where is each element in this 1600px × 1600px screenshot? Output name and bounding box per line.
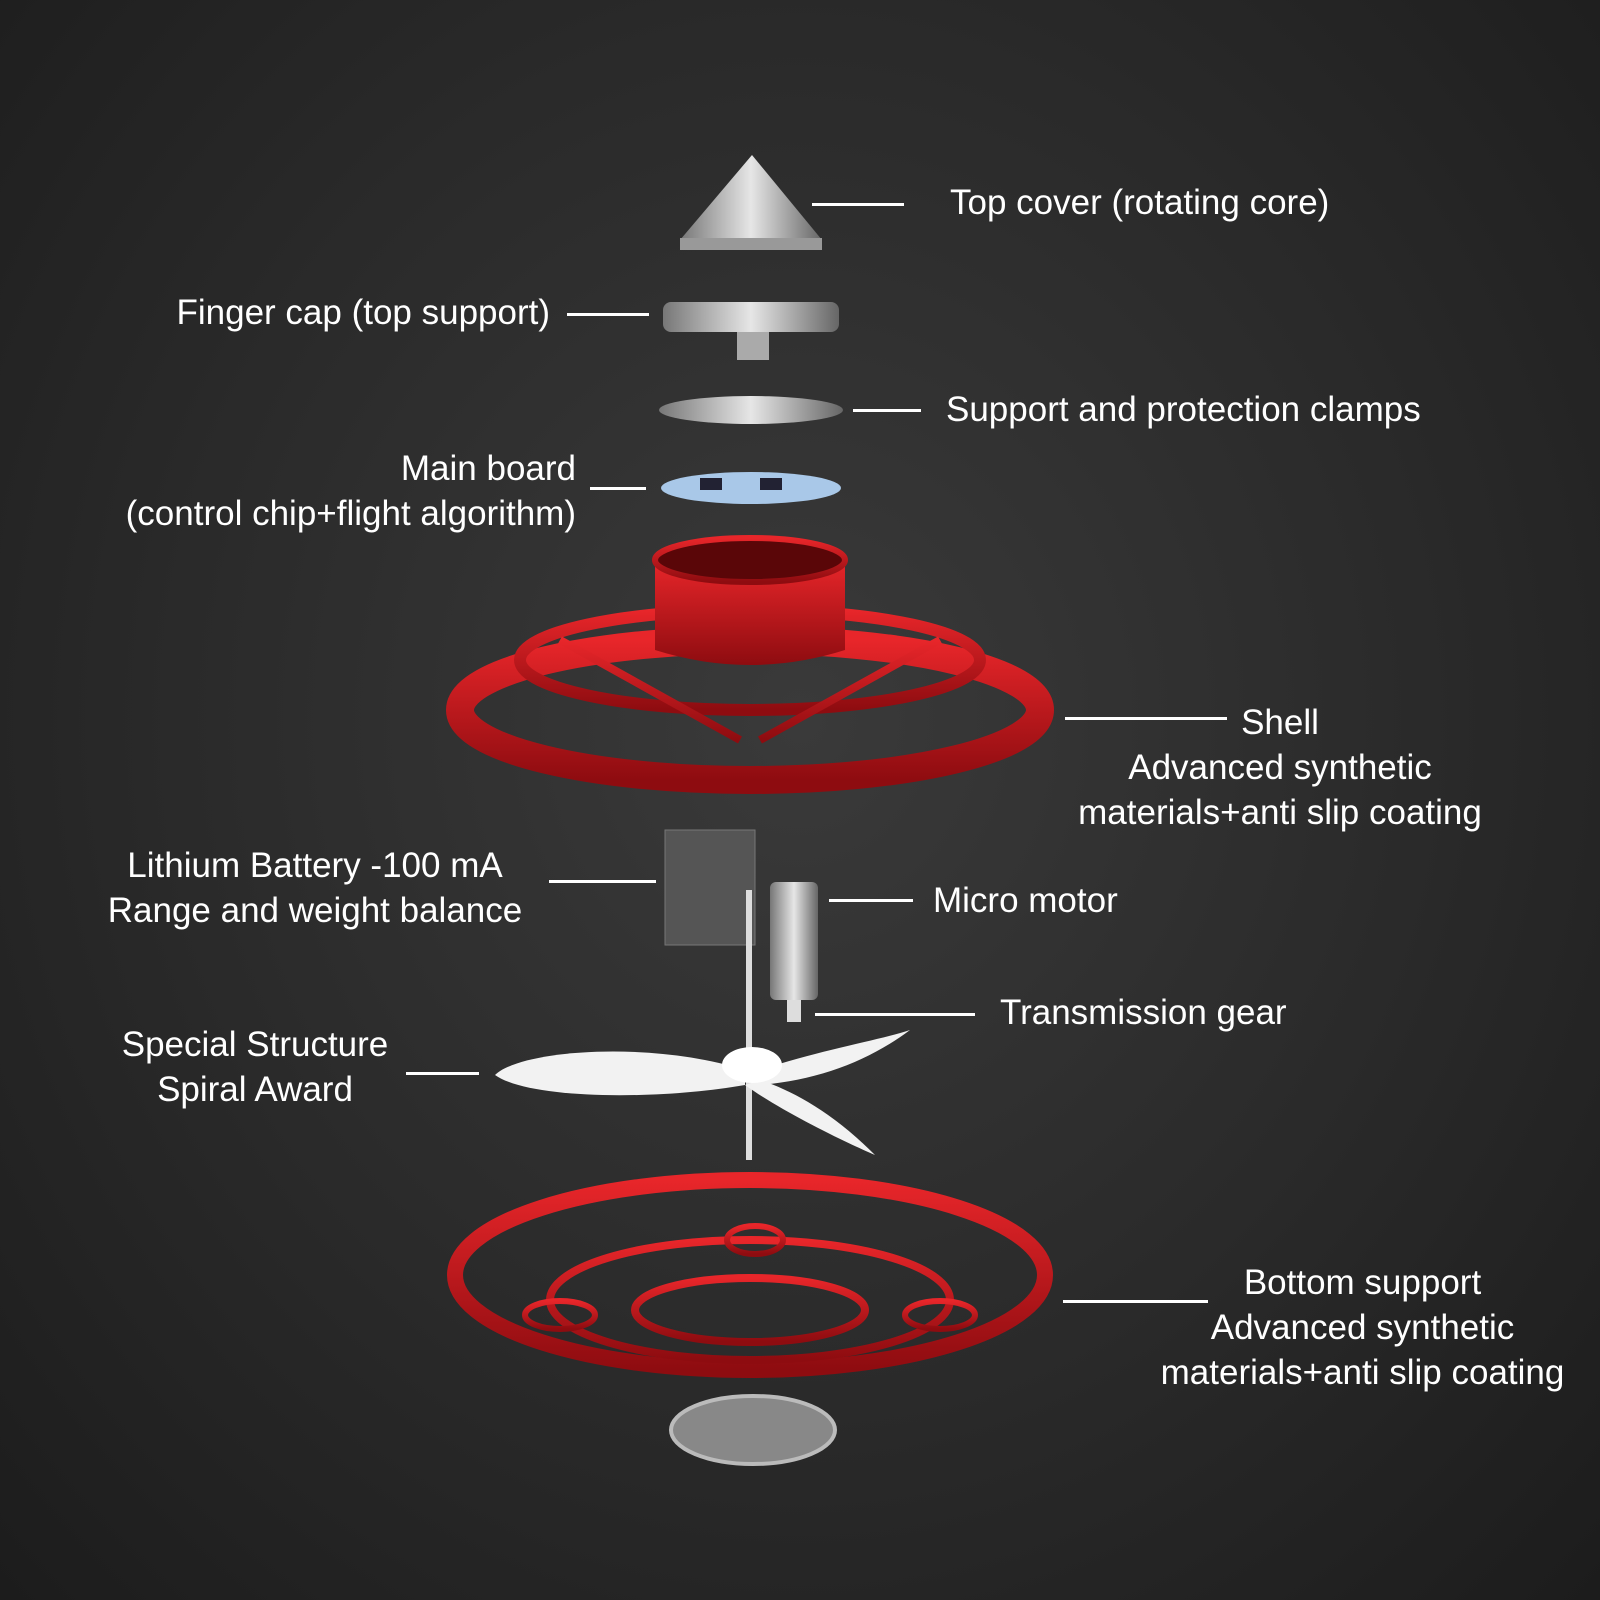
leader-clamps (853, 409, 921, 412)
bottom-support-part (447, 1172, 1053, 1378)
main-board-part (661, 472, 841, 504)
bottom-title: Bottom support (1243, 1263, 1482, 1302)
shell-part (446, 535, 1054, 794)
label-main-board: Main board (control chip+flight algorith… (126, 446, 576, 536)
base-part (669, 1394, 837, 1466)
propeller-desc: Spiral Award (157, 1070, 353, 1109)
main-board-desc: (control chip+flight algorithm) (125, 494, 576, 533)
leader-main-board (590, 487, 646, 490)
leader-gear (815, 1013, 975, 1016)
label-shell: Shell Advanced synthetic materials+anti … (1040, 700, 1520, 835)
bottom-desc-2: materials+anti slip coating (1160, 1353, 1565, 1392)
shell-desc-1: Advanced synthetic (1128, 748, 1432, 787)
leader-bottom-support (1063, 1300, 1208, 1303)
main-board-title: Main board (400, 449, 576, 488)
label-battery: Lithium Battery -100 mA Range and weight… (85, 843, 545, 933)
label-bottom-support: Bottom support Advanced synthetic materi… (1130, 1260, 1595, 1395)
label-clamps: Support and protection clamps (946, 390, 1421, 429)
battery-desc: Range and weight balance (107, 891, 523, 930)
clamps-part (659, 396, 843, 424)
motor-part (770, 882, 818, 1022)
shell-title: Shell (1241, 703, 1319, 742)
shell-desc-2: materials+anti slip coating (1078, 793, 1482, 832)
propeller-part (495, 890, 910, 1160)
battery-title: Lithium Battery -100 mA (127, 846, 503, 885)
battery-part (664, 829, 756, 946)
top-cover-part (680, 155, 822, 250)
leader-top-cover (812, 203, 904, 206)
propeller-title: Special Structure (121, 1025, 389, 1064)
leader-motor (829, 899, 913, 902)
leader-shell (1065, 717, 1227, 720)
leader-propeller (406, 1072, 479, 1075)
label-finger-cap: Finger cap (top support) (176, 293, 550, 332)
label-top-cover: Top cover (rotating core) (950, 183, 1330, 222)
leader-finger-cap (567, 313, 649, 316)
label-gear: Transmission gear (1000, 993, 1287, 1032)
leader-battery (549, 880, 656, 883)
finger-cap-part (663, 302, 839, 360)
bottom-desc-1: Advanced synthetic (1210, 1308, 1515, 1347)
label-motor: Micro motor (933, 881, 1118, 920)
label-propeller: Special Structure Spiral Award (100, 1022, 410, 1112)
